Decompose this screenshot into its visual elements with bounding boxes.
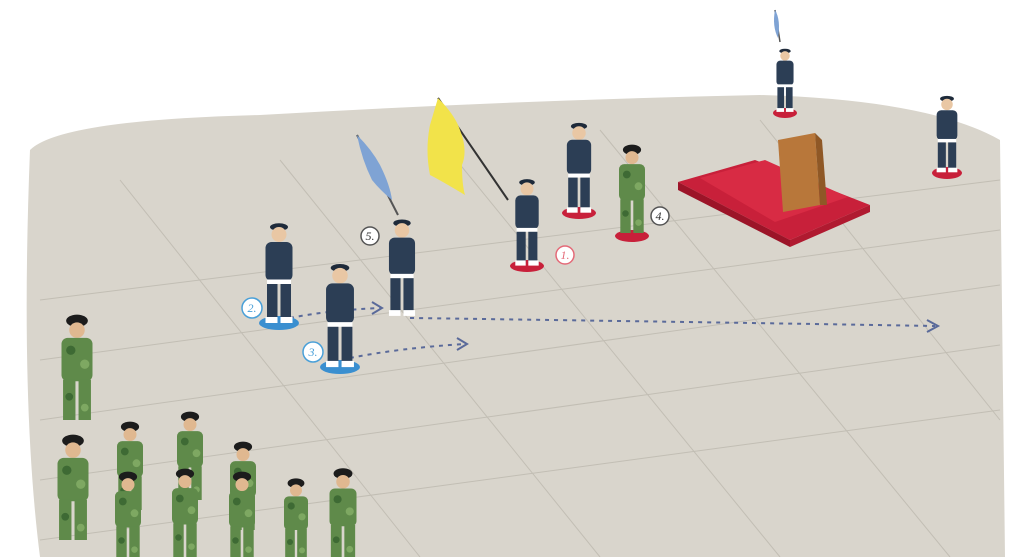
red-stand — [615, 230, 649, 242]
marker-3-label: 3. — [308, 345, 318, 359]
lectern — [778, 133, 827, 212]
blue-flag-small — [774, 10, 780, 42]
blue-stand — [320, 360, 360, 374]
marker-3: 3. — [303, 342, 323, 362]
marker-5-label: 5. — [366, 229, 375, 243]
marker-2: 2. — [242, 298, 262, 318]
parade-ground — [27, 95, 1005, 557]
red-stand — [932, 167, 962, 179]
marker-5: 5. — [361, 227, 379, 245]
red-stand — [510, 260, 544, 272]
marker-4: 4. — [651, 207, 669, 225]
marker-1-label: 1. — [561, 248, 570, 262]
blue-stand — [259, 316, 299, 330]
marker-2-label: 2. — [248, 301, 257, 315]
marker-4-label: 4. — [656, 209, 665, 223]
marker-1: 1. — [556, 246, 574, 264]
